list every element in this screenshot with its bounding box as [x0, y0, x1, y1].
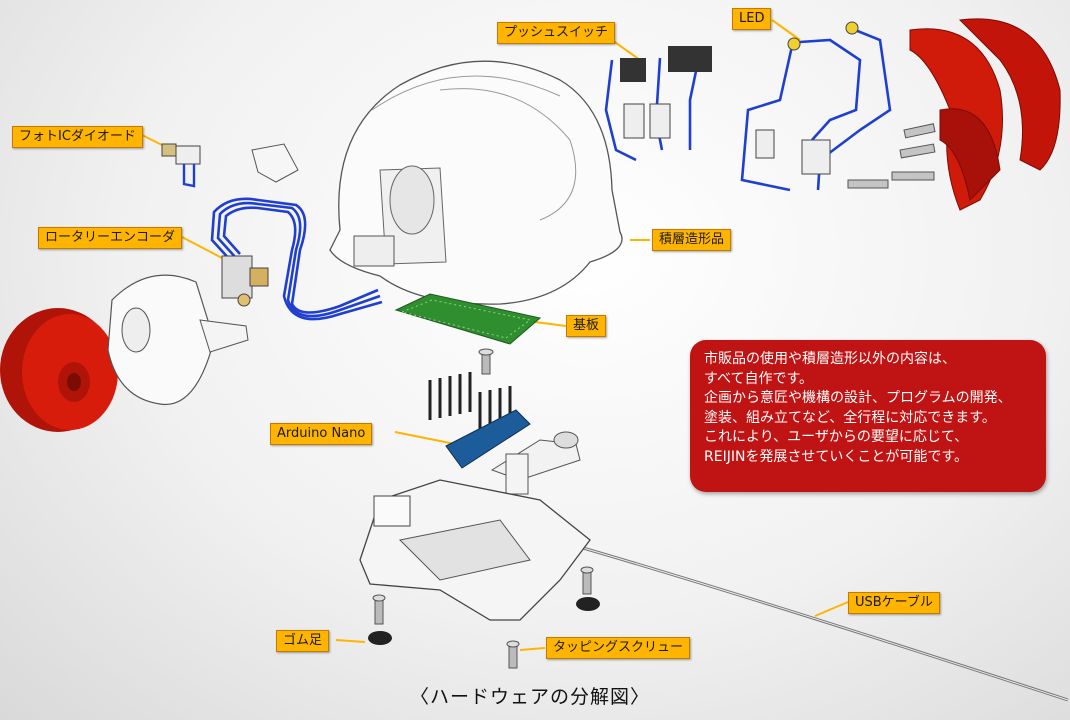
- motor-mount: [490, 431, 581, 495]
- base-fasteners: [368, 566, 600, 669]
- note-line: REIJINを発展させていくことが可能です。: [704, 448, 969, 465]
- callout-rubber-foot: ゴム足: [276, 630, 330, 652]
- note-line: 企画から意匠や機構の設計、プログラムの開発、: [704, 390, 1012, 406]
- callout-usb-cable: USBケーブル: [848, 592, 940, 614]
- callout-push-switch: プッシュスイッチ: [497, 22, 616, 44]
- callout-laminated-part: 積層造形品: [652, 229, 732, 251]
- bolts: [847, 123, 936, 189]
- base-plate: [359, 479, 591, 621]
- push-switches: [604, 46, 712, 162]
- note-line: 市販品の使用や積層造形以外の内容は、: [704, 351, 956, 367]
- pcb-board: [394, 293, 542, 345]
- photo-ic-diode-part: [161, 143, 201, 188]
- callout-photo-ic-diode: フォトICダイオード: [12, 126, 143, 148]
- callout-arduino-nano: Arduino Nano: [270, 423, 373, 445]
- note-line: すべて自作です。: [704, 370, 814, 387]
- description-note: 市販品の使用や積層造形以外の内容は、 すべて自作です。 企画から意匠や機構の設計…: [690, 340, 1046, 492]
- wheel-housing: [107, 274, 249, 406]
- note-line: これにより、ユーザからの要望に応じて、: [704, 429, 969, 445]
- main-shell: [329, 60, 623, 305]
- callout-board: 基板: [566, 315, 607, 337]
- encoder-wires: [210, 197, 383, 321]
- left-wheel: [0, 308, 118, 432]
- callout-rotary-encoder: ロータリーエンコーダ: [38, 227, 183, 249]
- leds: [740, 21, 892, 192]
- rotary-encoder-part: [221, 255, 269, 307]
- diagram-caption: 〈ハードウェアの分解図〉: [410, 686, 651, 708]
- arduino-nano-board: [445, 409, 531, 469]
- callout-led: LED: [732, 8, 772, 30]
- callout-tapping-screw: タッピングスクリュー: [546, 637, 691, 659]
- board-screw: [478, 348, 494, 375]
- usb-cable-wire: [519, 528, 1069, 702]
- note-line: 塗装、組み立てなど、全行程に対応できます。: [704, 409, 996, 426]
- red-side-panels: [909, 18, 1061, 211]
- small-bracket: [251, 143, 299, 183]
